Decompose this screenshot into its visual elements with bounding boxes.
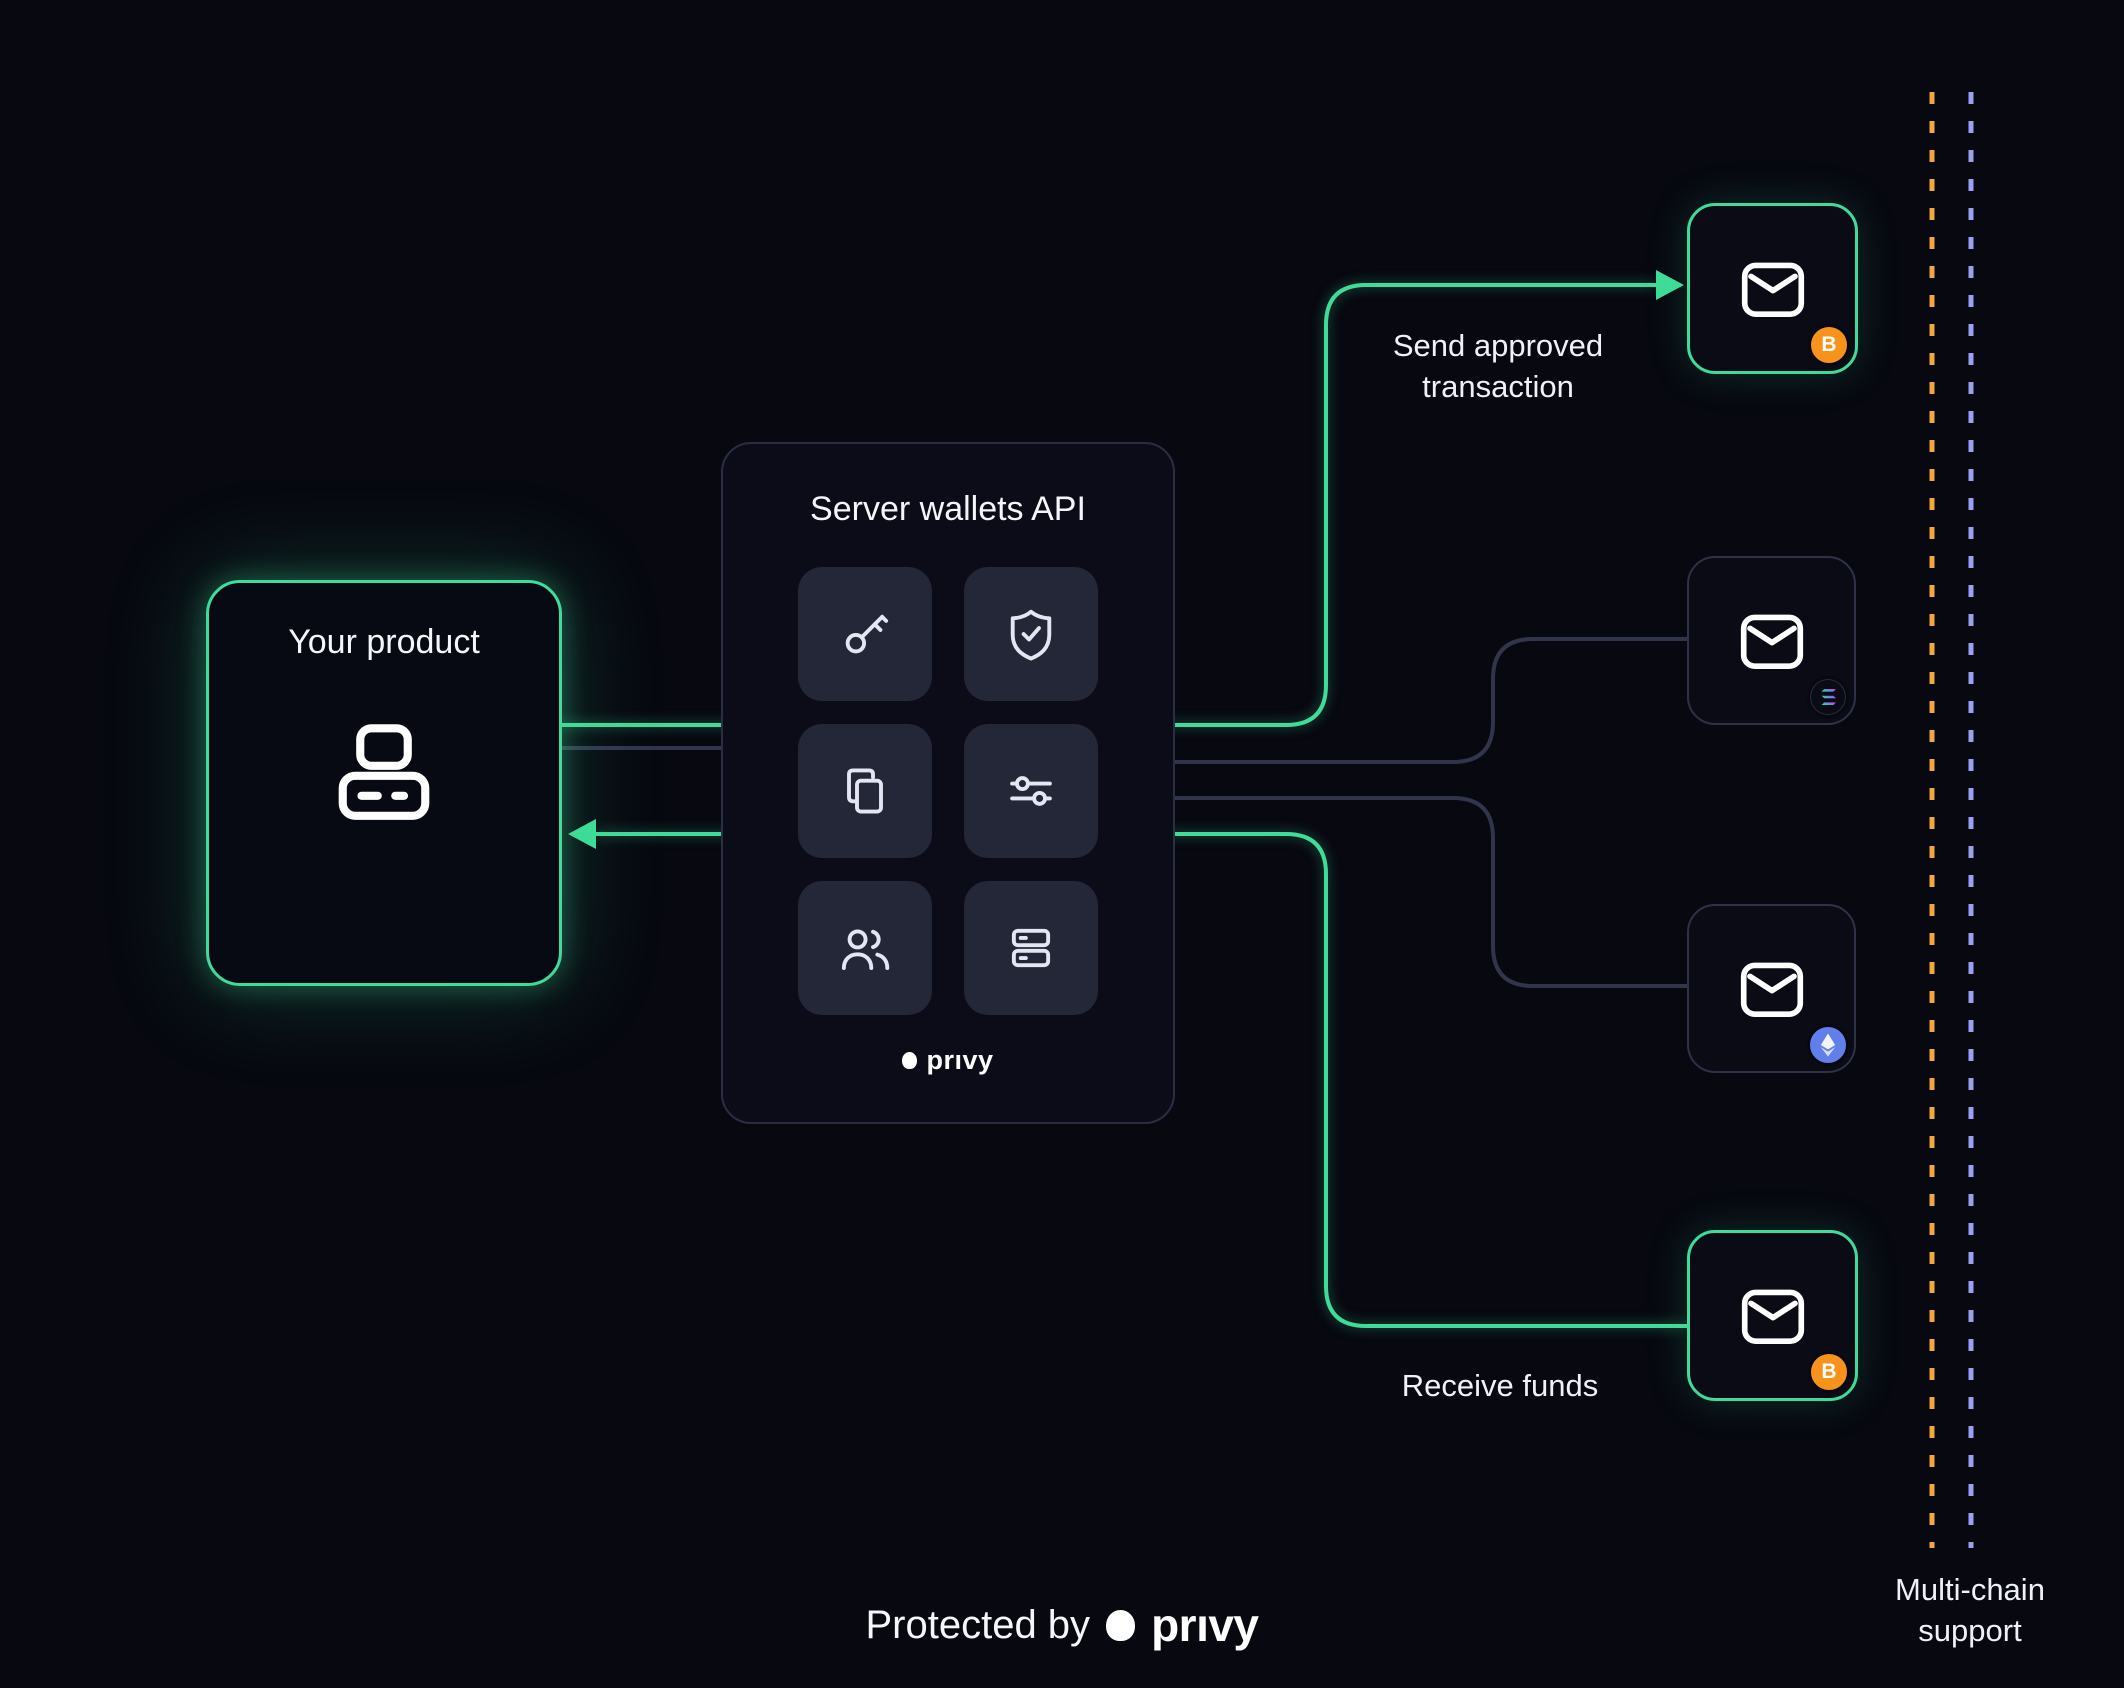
wallet-icon [1740, 962, 1803, 1017]
ethereum-wallet-line [1171, 796, 1687, 988]
multichain-support-label: Multi-chain support [1895, 1572, 2045, 1648]
multichain-dashed-lines [1929, 92, 2012, 1548]
privy-mark-icon [1106, 1609, 1136, 1641]
ethereum-logo-icon [1820, 1033, 1836, 1057]
product-box-title: Your product [288, 623, 480, 661]
api-box: Server wallets API [721, 442, 1175, 1124]
privy-mark-icon [902, 1052, 918, 1069]
wallet-icon [1741, 1289, 1804, 1344]
users-icon [841, 929, 890, 970]
receive-funds-line [596, 832, 1687, 1328]
bitcoin-badge-icon: B [1808, 324, 1850, 366]
bitcoin-symbol: B [1821, 333, 1837, 356]
arrowhead-right-icon [1656, 270, 1684, 300]
api-tile-controls [964, 724, 1098, 858]
wallet-icon [1740, 614, 1803, 669]
api-tile-infrastructure [964, 881, 1098, 1015]
privy-logo: prıvy [902, 1045, 993, 1076]
api-feature-grid [798, 567, 1098, 1015]
receive-funds-label: Receive funds [1401, 1368, 1599, 1403]
server-stack-icon [1011, 928, 1051, 968]
solana-wallet-line [1171, 637, 1687, 764]
shield-check-icon [1010, 609, 1052, 661]
protected-by-text: Protected by [865, 1602, 1091, 1647]
privy-wordmark: prıvy [1151, 1599, 1259, 1651]
bitcoin-badge-icon: B [1808, 1351, 1850, 1393]
api-tile-policies [798, 724, 932, 858]
wallet-card-solana [1687, 556, 1856, 725]
wallet-icon [1741, 262, 1804, 317]
api-tile-security [964, 567, 1098, 701]
product-box: Your product [206, 580, 562, 986]
bitcoin-symbol: B [1821, 1360, 1837, 1383]
solana-logo-icon [1821, 689, 1836, 705]
arrowhead-left-icon [568, 819, 596, 849]
key-icon [845, 614, 889, 654]
solana-badge-icon [1807, 676, 1849, 718]
api-tile-users [798, 881, 932, 1015]
wallet-card-ethereum [1687, 904, 1856, 1073]
send-transaction-label: Send approved transaction [1392, 328, 1604, 404]
api-tile-keys [798, 567, 932, 701]
footer-protected-by: Protected by prıvy [0, 1598, 2124, 1652]
sliders-icon [1010, 776, 1052, 806]
wallet-card-bitcoin-send: B [1687, 203, 1858, 374]
copy-docs-icon [847, 768, 883, 814]
ethereum-badge-icon [1807, 1024, 1849, 1066]
device-icon [338, 724, 430, 820]
api-box-title: Server wallets API [810, 490, 1086, 528]
privy-logo-text: prıvy [926, 1045, 994, 1075]
send-transaction-line [556, 283, 1656, 727]
wallet-card-bitcoin-receive: B [1687, 1230, 1858, 1401]
